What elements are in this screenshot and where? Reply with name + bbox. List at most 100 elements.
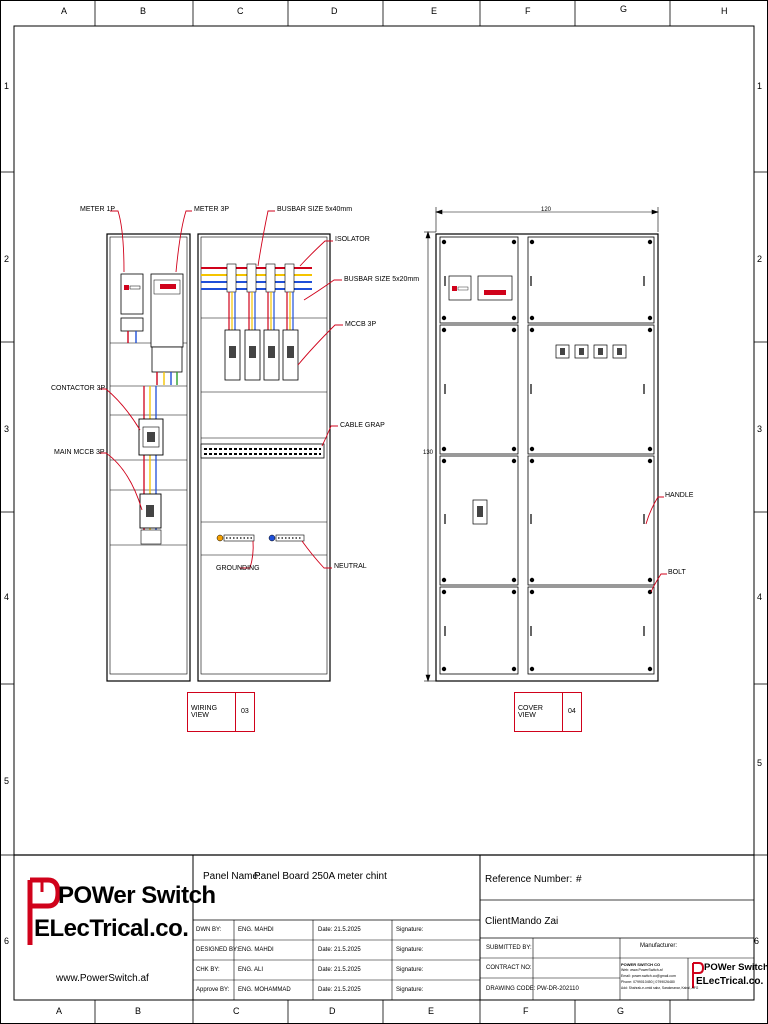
label-main-mccb-3p: MAIN MCCB 3P <box>54 449 105 456</box>
title-block-grid <box>14 854 754 1000</box>
row-label-4-right: 4 <box>757 592 763 602</box>
wiring-leaders <box>99 210 343 569</box>
small-power-logo-icon <box>692 962 705 988</box>
row-designed-name: ENG. MAHDI <box>238 947 274 953</box>
manufacturer-phone: Phone: 0799010450 | 0799026480 <box>621 980 675 984</box>
row-label-5-right: 5 <box>757 758 763 768</box>
cover-mccb-toggles <box>560 348 622 355</box>
row-label-6: 6 <box>4 936 10 946</box>
grounding-bar <box>216 534 255 542</box>
cover-main-mccb-window <box>472 499 488 525</box>
neutral-bar <box>268 534 305 542</box>
cover-view-caption: COVER VIEW 04 <box>514 692 582 732</box>
logo-line2: ELecTrical.co. <box>34 915 189 942</box>
col-label-h: H <box>721 6 728 16</box>
row-chk-sig: Signature: <box>396 967 424 973</box>
handle-icon <box>444 276 645 636</box>
label-busbar-main: BUSBAR SIZE 5x40mm <box>277 206 353 213</box>
cover-bolts <box>441 239 653 672</box>
label-grounding: GROUNDING <box>216 565 260 572</box>
col-label-g: G <box>620 4 628 14</box>
drawing-code-value: PW-DR-202110 <box>537 986 579 992</box>
label-handle: HANDLE <box>665 492 694 499</box>
cover-view <box>424 207 667 682</box>
power-logo-icon <box>27 877 61 945</box>
row-approve-date: Date: 21.5.2025 <box>318 987 361 993</box>
client-label: Client: <box>485 916 514 927</box>
label-busbar-small: BUSBAR SIZE 5x20mm <box>344 276 420 283</box>
left-cabinet-outer <box>106 233 191 682</box>
row-label-4: 4 <box>4 592 10 602</box>
main-busbars <box>201 267 312 290</box>
row-label-3-right: 3 <box>757 424 763 434</box>
wiring-view-number: 03 <box>235 693 249 731</box>
dimension-width: 120 <box>541 207 552 213</box>
top-column-ticks <box>94 0 671 26</box>
cover-meter-windows <box>448 275 513 301</box>
cover-frame <box>435 233 659 682</box>
row-ticks <box>0 171 768 856</box>
col-label-d-bottom: D <box>329 1006 336 1016</box>
row-approve-role: Approve BY: <box>196 987 230 993</box>
row-designed-role: DESIGNED BY: <box>196 947 239 953</box>
panel-name-value: Panel Board 250A meter chint <box>254 871 387 882</box>
row-label-2-right: 2 <box>757 254 763 264</box>
col-label-a: A <box>61 6 68 16</box>
col-label-e: E <box>431 6 438 16</box>
panel-name-label: Panel Name: <box>203 871 261 882</box>
submitted-by-label: SUBMITTED BY: <box>486 945 532 951</box>
row-dwn-name: ENG. MAHDI <box>238 927 274 933</box>
col-label-f-bottom: F <box>523 1006 529 1016</box>
row-designed-date: Date: 21.5.2025 <box>318 947 361 953</box>
col-label-c-bottom: C <box>233 1006 240 1016</box>
row-approve-name: ENG. MOHAMMAD <box>238 987 291 993</box>
row-label-1: 1 <box>4 81 10 91</box>
dimension-height: 130 <box>423 450 434 456</box>
cover-view-title: COVER VIEW <box>518 705 543 719</box>
label-bolt: BOLT <box>668 569 686 576</box>
label-contactor-3p: CONTACTOR 3P <box>51 385 106 392</box>
row-dwn-date: Date: 21.5.2025 <box>318 927 361 933</box>
row-chk-date: Date: 21.5.2025 <box>318 967 361 973</box>
col-label-d: D <box>331 6 338 16</box>
wiring-view-title: WIRING VIEW <box>191 705 218 719</box>
logo-website[interactable]: www.PowerSwitch.af <box>56 973 149 984</box>
contract-no-label: CONTRACT NO: <box>486 965 532 971</box>
cover-view-number: 04 <box>562 693 576 731</box>
label-isolator: ISOLATOR <box>335 236 370 243</box>
cover-left-panels <box>439 236 519 675</box>
manufacturer-email: Email: power.switch.co@gmail.com <box>621 974 676 978</box>
manufacturer-name: POWER SWITCH CO <box>621 962 661 967</box>
row-dwn-role: DWN BY: <box>196 927 222 933</box>
meter-1p-device <box>120 273 144 343</box>
col-label-b: B <box>140 6 147 16</box>
reference-label: Reference Number: <box>485 874 573 885</box>
label-mccb-3p: MCCB 3P <box>345 321 377 328</box>
label-neutral: NEUTRAL <box>334 563 367 570</box>
row-chk-role: CHK BY: <box>196 967 220 973</box>
right-cabinet-outer <box>197 233 331 682</box>
col-label-a-bottom: A <box>56 1006 63 1016</box>
col-label-e-bottom: E <box>428 1006 435 1016</box>
row-label-2: 2 <box>4 254 10 264</box>
label-cable-grap: CABLE GRAP <box>340 422 385 429</box>
row-label-5: 5 <box>4 776 10 786</box>
row-label-1-right: 1 <box>757 81 763 91</box>
manufacturer-web: Web: www.PowerSwitch.af <box>621 968 663 972</box>
small-logo-line2: ELecTrical.co. <box>696 976 764 987</box>
wiring-view <box>99 210 343 682</box>
manufacturer-address: Add: Shahrak-e-omid sabz, Sarakmanar, Ka… <box>621 986 699 990</box>
cover-right-panels <box>527 236 655 675</box>
label-meter-3p: METER 3P <box>194 206 230 213</box>
cable-grap-rail <box>200 443 325 459</box>
main-mccb-3p-device <box>139 493 162 545</box>
manufacturer-label: Manufacturer: <box>640 943 678 949</box>
logo-line1: POWer Switch <box>58 882 216 909</box>
row-label-6-right: 6 <box>754 936 760 946</box>
row-designed-sig: Signature: <box>396 947 424 953</box>
label-meter-1p: METER 1P <box>80 206 116 213</box>
col-label-b-bottom: B <box>135 1006 142 1016</box>
col-label-g-bottom: G <box>617 1006 625 1016</box>
row-approve-sig: Signature: <box>396 987 424 993</box>
